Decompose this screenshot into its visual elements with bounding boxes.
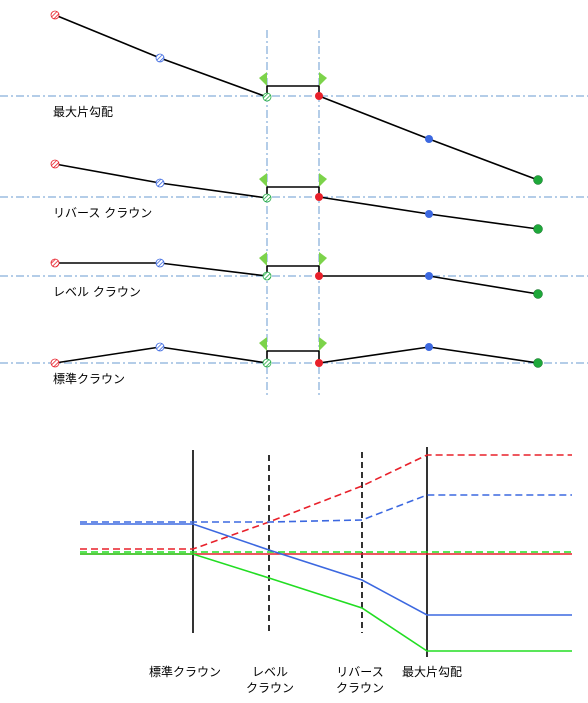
section-label-normal: 標準クラウン xyxy=(53,371,125,386)
section-label-level: レベル クラウン xyxy=(53,285,141,299)
crown-point-red xyxy=(315,359,323,367)
shoulder-point-blue xyxy=(425,135,433,143)
cross-sections: 最大片勾配 リバース クラウン xyxy=(0,10,588,398)
section-normal-crown: 標準クラウン xyxy=(50,337,543,386)
bottom-label-normal: 標準クラウン xyxy=(149,664,221,679)
crown-point-green xyxy=(262,92,272,102)
shoulder-point-blue xyxy=(425,343,433,351)
crown-point-red xyxy=(315,193,323,201)
edge-point-red xyxy=(50,159,60,169)
outer-shoulder-blue-dashed xyxy=(80,494,572,523)
section-level-crown: レベル クラウン xyxy=(50,252,543,299)
flag-icon xyxy=(259,252,267,266)
section-label-max: 最大片勾配 xyxy=(53,105,113,119)
crown-point-red xyxy=(315,92,323,100)
flag-icon xyxy=(319,252,327,266)
crown-point-red xyxy=(315,272,323,280)
flag-icon xyxy=(319,173,327,187)
median-bracket xyxy=(266,265,320,276)
bottom-label-max: 最大片勾配 xyxy=(402,665,462,679)
bottom-label-reverse-line2: クラウン xyxy=(336,681,384,695)
edge-point-green xyxy=(533,175,543,185)
inner-shoulder-blue-solid xyxy=(80,523,572,616)
flag-icon xyxy=(259,337,267,351)
median-bracket xyxy=(266,85,320,97)
edge-point-red xyxy=(50,10,60,20)
inner-edge-green-solid xyxy=(80,553,572,652)
transition-diagram: 標準クラウン レベル クラウン リバース クラウン 最大片勾配 xyxy=(80,447,572,695)
shoulder-point-blue xyxy=(155,178,165,188)
edge-point-red xyxy=(50,358,60,368)
median-bracket xyxy=(266,186,320,198)
crown-point-green xyxy=(262,271,272,281)
median-bracket xyxy=(266,350,320,363)
edge-point-green xyxy=(533,224,543,234)
section-reverse-crown: リバース クラウン xyxy=(50,159,543,234)
section-max-superelevation: 最大片勾配 xyxy=(50,10,543,185)
bottom-label-level-line2: クラウン xyxy=(246,681,294,695)
edge-point-red xyxy=(50,258,60,268)
shoulder-point-blue xyxy=(155,342,165,352)
crown-point-green xyxy=(262,193,272,203)
flag-icon xyxy=(259,72,267,86)
bottom-label-reverse-line1: リバース xyxy=(336,665,383,679)
edge-point-green xyxy=(533,358,543,368)
section-label-reverse: リバース クラウン xyxy=(53,206,152,220)
shoulder-point-blue xyxy=(155,53,165,63)
flag-icon xyxy=(319,337,327,351)
outer-edge-red-dashed xyxy=(80,454,572,550)
edge-point-green xyxy=(533,289,543,299)
flag-icon xyxy=(319,72,327,86)
shoulder-point-blue xyxy=(425,210,433,218)
crown-point-green xyxy=(262,358,272,368)
flag-icon xyxy=(259,173,267,187)
shoulder-point-blue xyxy=(425,272,433,280)
shoulder-point-blue xyxy=(155,258,165,268)
bottom-label-level-line1: レベル xyxy=(252,665,288,679)
